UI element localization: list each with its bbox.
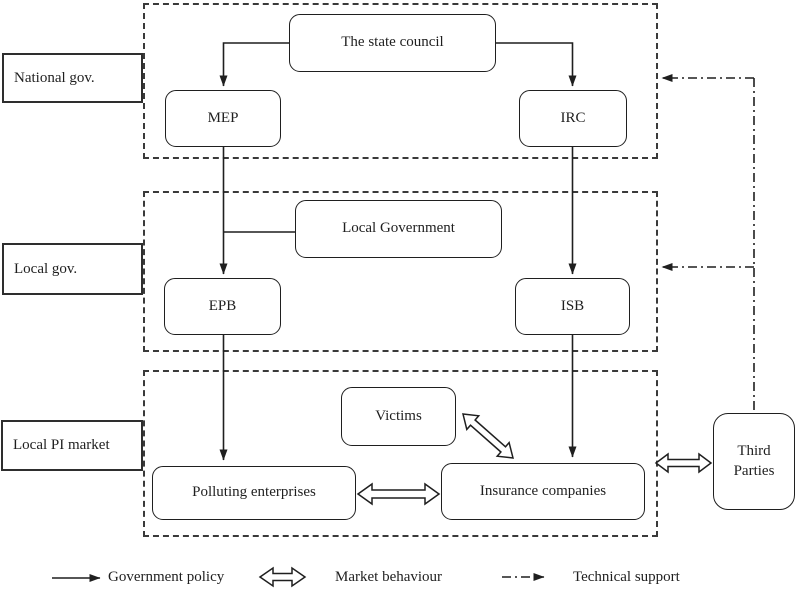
node-third-parties: Third Parties <box>713 413 795 510</box>
node-polluting-enterprises: Polluting enterprises <box>152 466 356 520</box>
node-victims: Victims <box>341 387 456 446</box>
level-box-local-pi-market <box>143 370 658 537</box>
side-label-local-gov-text: Local gov. <box>14 260 78 277</box>
side-label-local-pi-market-text: Local PI market <box>13 437 110 453</box>
legend-label-technical-support: Technical support <box>573 569 680 585</box>
node-isb: ISB <box>515 278 630 335</box>
node-epb: EPB <box>164 278 281 335</box>
market-arrow-victims-insurance <box>462 413 514 459</box>
side-label-national-gov-text: National gov. <box>14 69 95 86</box>
side-label-local-gov: Local gov. <box>2 243 143 295</box>
node-irc: IRC <box>519 90 627 147</box>
side-label-local-pi-market: Local PI market <box>1 420 143 471</box>
market-arrow-insurance-third-parties <box>654 452 713 474</box>
policy-arrow-council-to-mep <box>219 42 289 87</box>
node-local-government: Local Government <box>295 200 502 258</box>
node-insurance-companies: Insurance companies <box>441 463 645 520</box>
side-label-national-gov: National gov. <box>2 53 143 103</box>
level-box-local-gov <box>143 191 658 352</box>
level-box-national-gov <box>143 3 658 159</box>
node-mep: MEP <box>165 90 281 147</box>
policy-arrow-council-to-irc <box>496 42 577 87</box>
legend-label-government-policy: Government policy <box>108 569 225 585</box>
node-state-council: The state council <box>289 14 496 72</box>
legend-label-market-behaviour: Market behaviour <box>335 569 443 585</box>
market-arrow-polluting-insurance <box>356 482 441 506</box>
legend-double-arrow-icon <box>258 566 307 588</box>
